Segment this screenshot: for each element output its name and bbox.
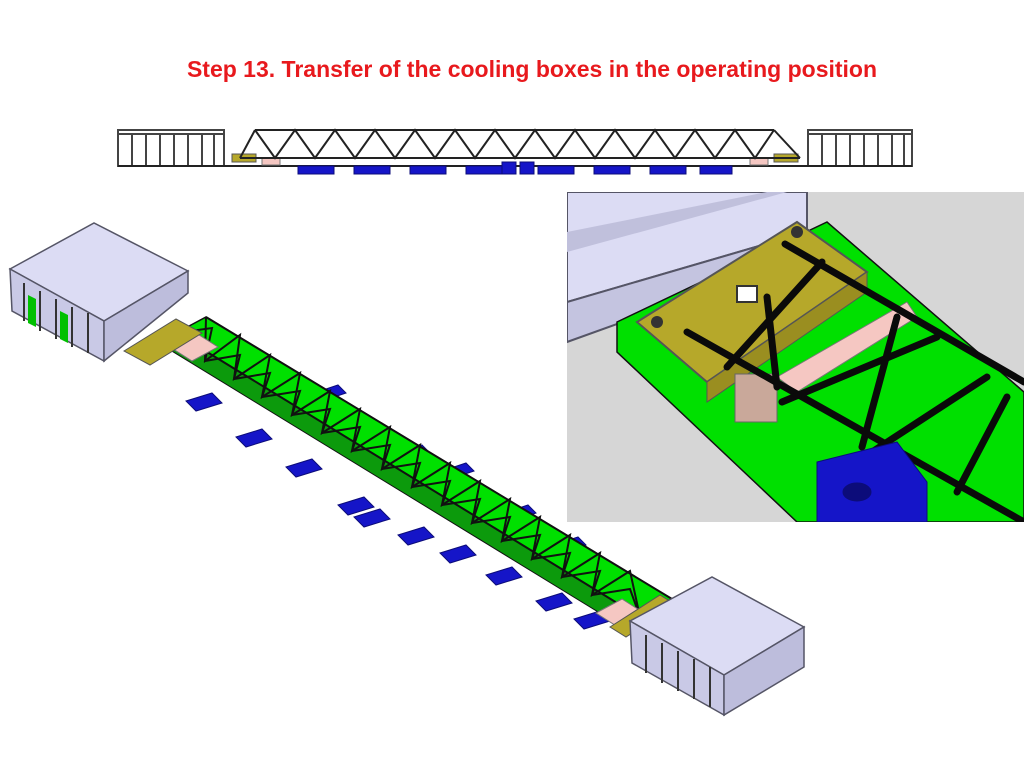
left-cooling-box-iso xyxy=(8,222,190,363)
support-blocks-iso xyxy=(185,384,611,630)
truss-side xyxy=(239,128,801,160)
support-blocks-side xyxy=(297,161,733,175)
slide-title: Step 13. Transfer of the cooling boxes i… xyxy=(186,56,878,82)
right-cooling-box-side xyxy=(807,129,913,167)
isometric-assembly-render xyxy=(8,222,806,717)
truss-members-detail xyxy=(683,240,1024,522)
bracket-detail-render xyxy=(567,192,1024,522)
side-elevation-drawing xyxy=(117,128,913,175)
blue-support-detail xyxy=(816,441,928,522)
truss-members-iso xyxy=(175,316,673,618)
left-cooling-box-side xyxy=(117,129,225,167)
right-cooling-box-iso xyxy=(628,576,806,717)
